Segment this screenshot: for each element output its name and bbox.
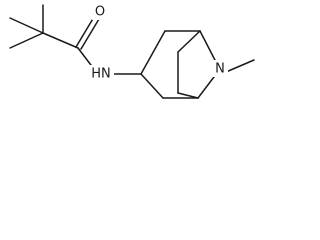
bond-ring-c3-c4	[140, 73, 164, 99]
bridge-n-label: N	[215, 62, 225, 77]
carbonyl-group	[75, 16, 100, 74]
atom-amide-nitrogen: HN	[89, 65, 114, 83]
amide-nh-label: HN	[91, 67, 111, 82]
azabicyclo-ring	[140, 30, 255, 99]
atom-oxygen: O	[92, 3, 108, 20]
bond-carbonyl-double-a	[75, 16, 95, 48]
bond-ring-c1-n8	[199, 30, 218, 65]
tert-butyl-group	[9, 4, 79, 49]
bond-n8-methyl	[225, 59, 255, 73]
bond-ring-c3-c2	[140, 30, 166, 75]
chemical-structure: O HN N	[9, 3, 255, 99]
atom-bridge-nitrogen: N	[212, 60, 228, 77]
oxygen-label: O	[95, 5, 105, 20]
bond-carbonyl-double-b	[80, 18, 100, 50]
bond-ring-c6-c5	[177, 92, 199, 99]
bond-quaternary-to-carbonyl	[42, 32, 79, 49]
bond-methyl-1	[9, 17, 44, 34]
bond-ring-c5-n8	[197, 72, 218, 99]
bond-ring-c1-c7	[177, 30, 201, 53]
bond-methyl-3	[9, 32, 44, 49]
